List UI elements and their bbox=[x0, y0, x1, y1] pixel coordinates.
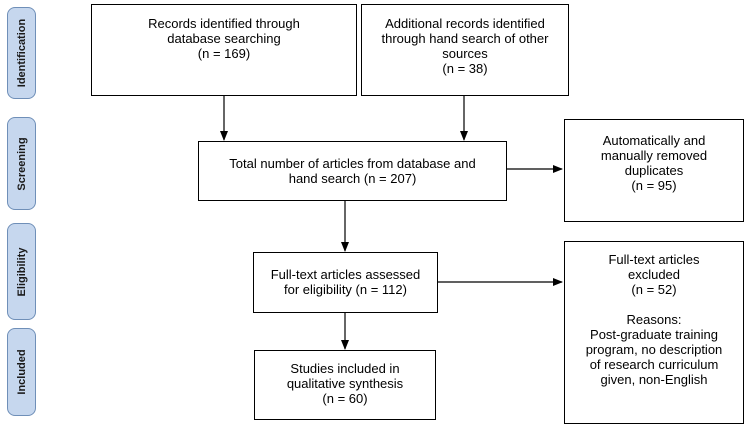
box-studies-included: Studies included in qualitative synthesi… bbox=[254, 350, 436, 420]
box-fulltext-excluded: Full-text articles excluded (n = 52) Rea… bbox=[564, 241, 744, 424]
box-duplicates-removed: Automatically and manually removed dupli… bbox=[564, 119, 744, 222]
box-database-records: Records identified through database sear… bbox=[91, 4, 357, 96]
box-hand-search-records: Additional records identified through ha… bbox=[361, 4, 569, 96]
phase-identification-label: Identification bbox=[7, 7, 36, 99]
box-fulltext-assessed: Full-text articles assessed for eligibil… bbox=[253, 252, 438, 313]
box-total-articles: Total number of articles from database a… bbox=[198, 141, 507, 201]
phase-included-label: Included bbox=[7, 328, 36, 416]
phase-eligibility-label: Eligibility bbox=[7, 223, 36, 320]
phase-screening-label: Screening bbox=[7, 117, 36, 210]
